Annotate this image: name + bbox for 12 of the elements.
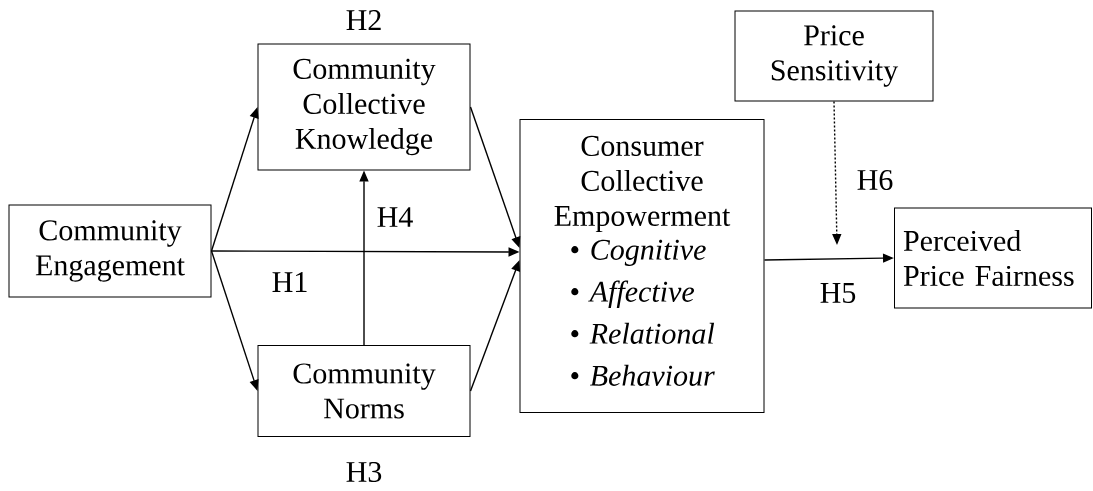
construct-box: Consumer Collective Empowerment • Cognitive • Affective • Relational • Behaviour — [519, 119, 765, 413]
construct-box: Community Collective Knowledge — [257, 43, 471, 171]
hypothesis-label: H3 — [346, 461, 382, 483]
edge-label: H5 — [818, 282, 858, 304]
construct-box: Community Engagement — [8, 204, 212, 298]
construct-box: Community Norms — [257, 345, 471, 437]
construct-box: Price Sensitivity — [734, 10, 934, 102]
edge-label: H4 — [375, 206, 415, 228]
edge-label: H6 — [855, 168, 895, 192]
construct-box: Perceived Price Fairness — [894, 207, 1092, 309]
edge-label: H1 — [270, 271, 310, 293]
hypothesis-label: H2 — [346, 10, 381, 30]
